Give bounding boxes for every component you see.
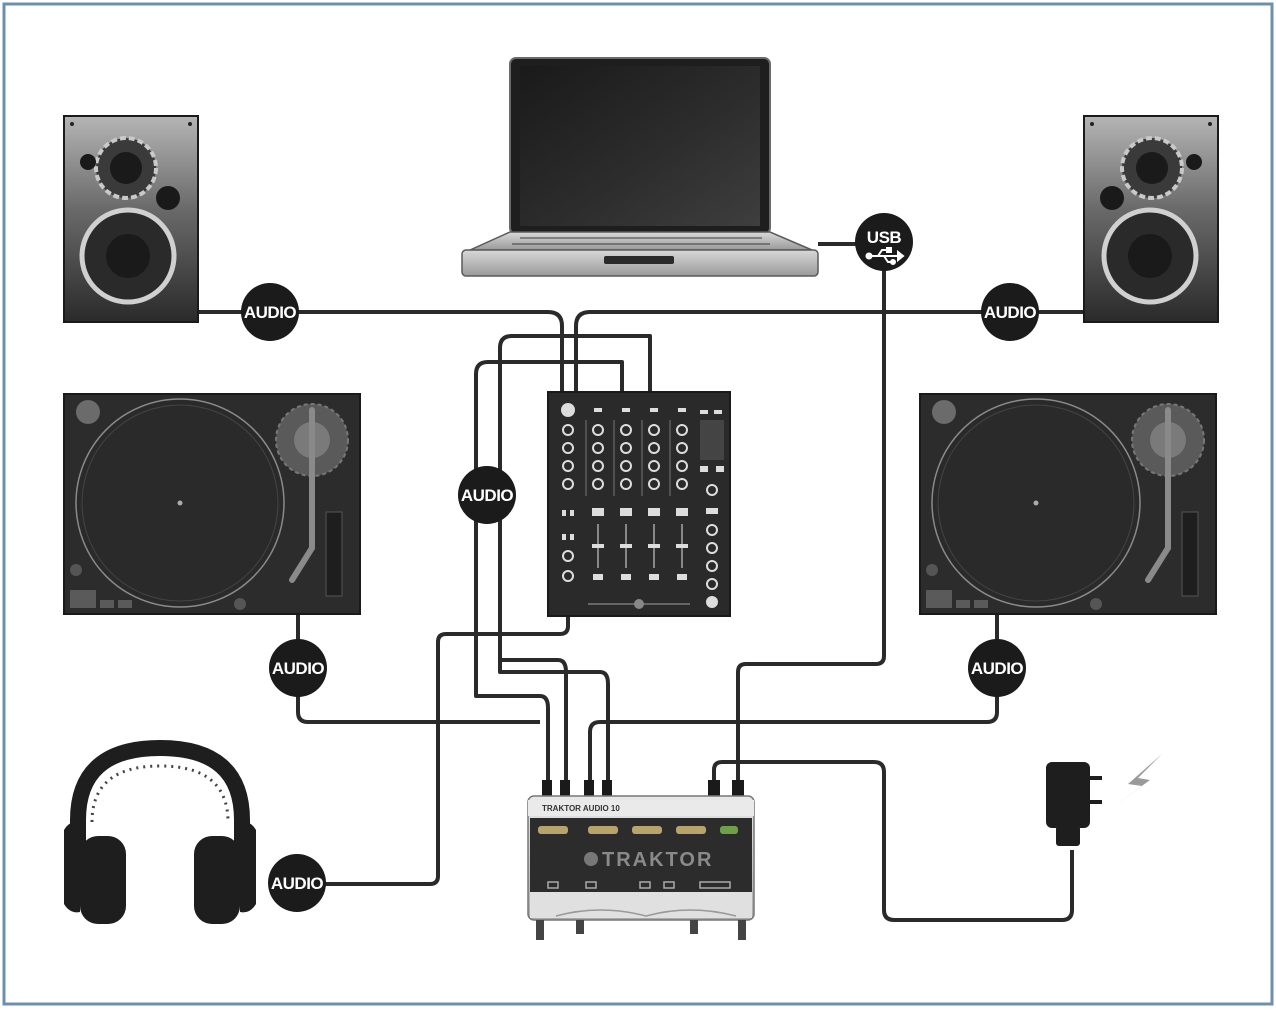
laptop [461, 57, 819, 277]
cable-power [712, 760, 1074, 922]
power-flash-icon [1112, 754, 1162, 808]
cable-usb [736, 242, 886, 786]
audio-label: AUDIO [984, 303, 1037, 322]
usb-label: USB [867, 228, 902, 247]
turntable-left [63, 393, 361, 615]
usb-badge: USB [855, 213, 913, 271]
cable-turntable-right [588, 614, 999, 786]
cable-mixer-out-to-interface [498, 640, 610, 786]
audio-label: AUDIO [272, 659, 325, 678]
audio-label: AUDIO [271, 874, 324, 893]
cable-mixer-to-interface [324, 612, 570, 886]
dj-mixer [547, 391, 731, 617]
audio-badge-mixer: AUDIO [458, 466, 516, 524]
mixer-channel-strips [585, 408, 688, 580]
audio-interface: TRAKTOR AUDIO 10 TRAKTOR [527, 780, 755, 940]
audio-badge-turntable-left: AUDIO [269, 639, 327, 697]
audio-label: AUDIO [971, 659, 1024, 678]
interface-brand: TRAKTOR [602, 849, 713, 871]
audio-label: AUDIO [244, 303, 297, 322]
audio-label: AUDIO [461, 486, 514, 505]
cable-mixer-loop-1 [474, 360, 624, 786]
speaker-left [63, 115, 199, 323]
turntable-right [919, 393, 1217, 615]
interface-model-label: TRAKTOR AUDIO 10 [542, 804, 620, 813]
audio-badge-turntable-right: AUDIO [968, 639, 1026, 697]
power-adapter [1046, 754, 1162, 846]
cables [198, 242, 1084, 922]
audio-badge-speaker-left: AUDIO [241, 283, 299, 341]
usb-icon [865, 247, 905, 265]
cable-turntable-left [296, 614, 540, 724]
headphones [64, 739, 256, 924]
cable-speaker-right-to-mixer [574, 310, 1084, 392]
audio-badge-speaker-right: AUDIO [981, 283, 1039, 341]
speaker-right [1083, 115, 1219, 323]
cable-speaker-left-to-mixer [198, 310, 564, 392]
audio-badge-headphones: AUDIO [268, 854, 326, 912]
